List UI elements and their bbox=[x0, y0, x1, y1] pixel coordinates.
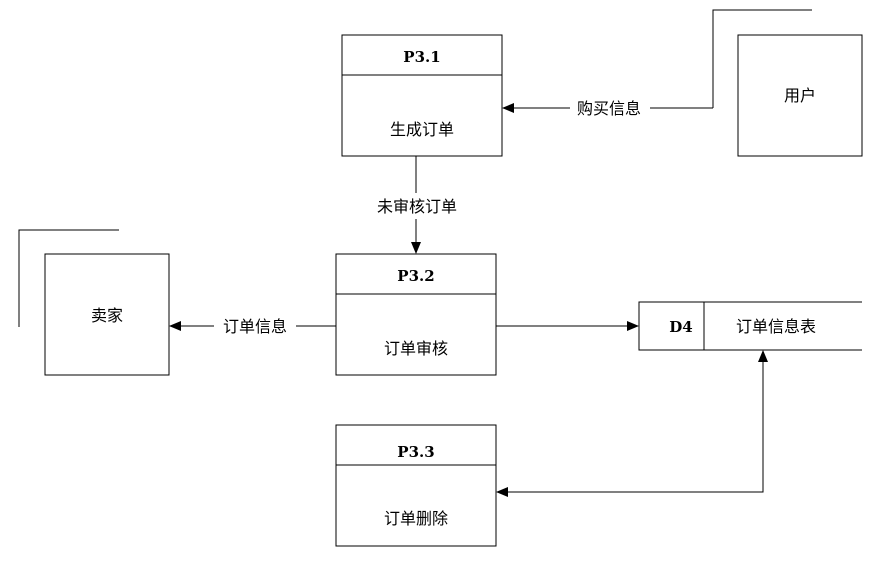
entity-seller: 卖家 bbox=[18, 229, 170, 376]
flow-order-info-label: 订单信息 bbox=[223, 317, 287, 336]
datastore-d4-id: D4 bbox=[669, 318, 692, 336]
process-p3-1-name: 生成订单 bbox=[390, 120, 454, 139]
datastore-d4: D4 订单信息表 bbox=[638, 301, 862, 351]
process-p3-1: P3.1 生成订单 bbox=[341, 34, 503, 157]
process-p3-3-name: 订单删除 bbox=[384, 509, 448, 528]
process-p3-2-name: 订单审核 bbox=[384, 339, 448, 358]
process-p3-1-id: P3.1 bbox=[403, 48, 440, 66]
process-p3-3: P3.3 订单删除 bbox=[335, 424, 497, 547]
process-p3-2: P3.2 订单审核 bbox=[335, 253, 497, 376]
entity-user: 用户 bbox=[712, 9, 863, 157]
flow-order-info: 订单信息 bbox=[169, 317, 336, 336]
flow-unreviewed-order: 未审核订单 bbox=[377, 156, 457, 254]
process-p3-2-id: P3.2 bbox=[397, 267, 434, 285]
process-p3-3-id: P3.3 bbox=[397, 443, 434, 461]
datastore-d4-name: 订单信息表 bbox=[736, 317, 816, 336]
flow-d4-p3-3 bbox=[496, 350, 768, 497]
entity-user-label: 用户 bbox=[784, 86, 816, 105]
flow-unreviewed-order-label: 未审核订单 bbox=[377, 197, 457, 216]
flow-purchase-info: 购买信息 bbox=[502, 99, 713, 118]
flow-purchase-info-label: 购买信息 bbox=[577, 99, 641, 118]
entity-seller-label: 卖家 bbox=[91, 306, 123, 325]
